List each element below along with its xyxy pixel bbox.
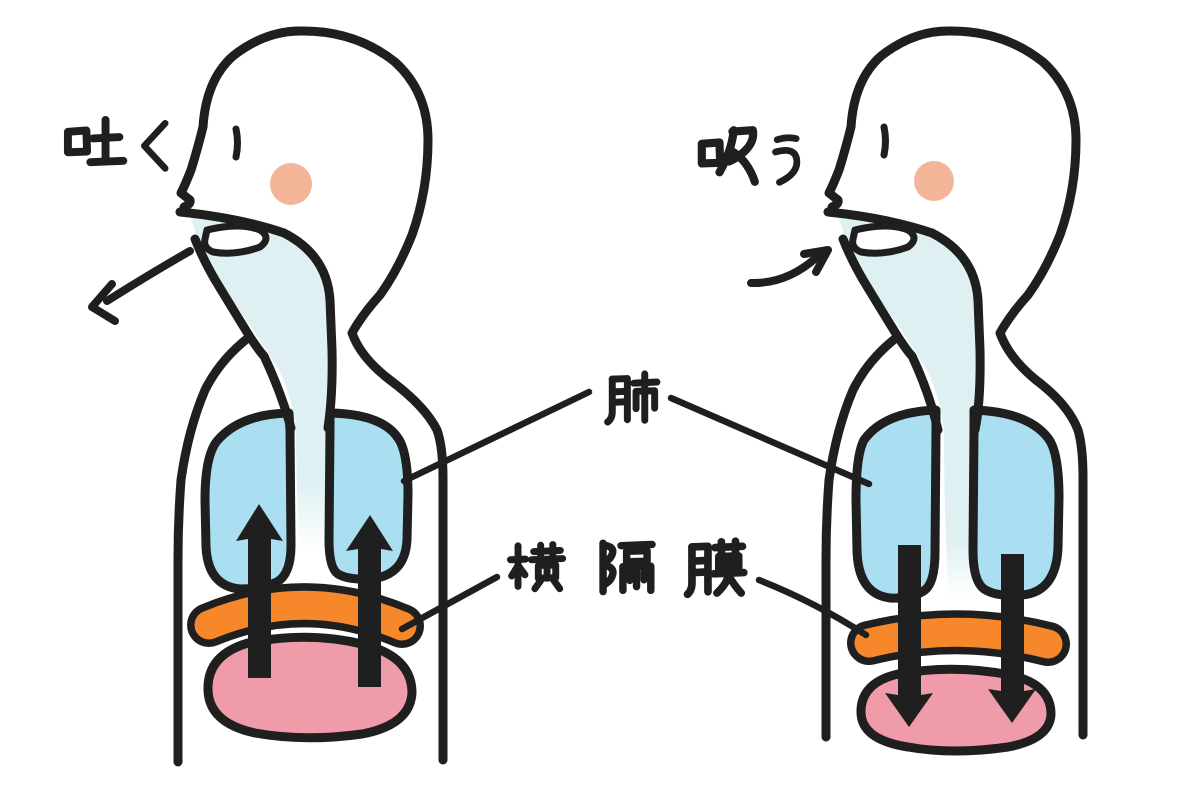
glyph-hai: [604, 370, 661, 426]
arrow-down-left-icon: [885, 545, 933, 727]
head-torso-outline-exhale: [176, 26, 448, 765]
glyph-ha: [63, 115, 128, 167]
eye-exhale: [232, 125, 241, 161]
diaphragm-leader-left: [398, 573, 501, 633]
head-torso-outline-inhale: [824, 26, 1088, 740]
tongue-inhale: [849, 222, 918, 257]
label-lungs-glyphs: [604, 370, 661, 426]
glyph-yoko: [507, 541, 567, 593]
label-diaphragm-glyphs: [507, 537, 748, 599]
lung-right-exhale: [324, 408, 413, 584]
arrow-up-left-icon: [236, 504, 283, 678]
inhale-air-arrow-icon: [747, 253, 821, 288]
shoulder-line-exhale: [173, 333, 253, 767]
mouth-airway-line-exhale: [175, 207, 337, 433]
diaphragm-inhale: [854, 617, 1063, 659]
airway-inhale: [834, 210, 985, 602]
eye-inhale: [880, 123, 889, 159]
glyph-u: [772, 134, 801, 186]
tongue-exhale: [201, 222, 270, 257]
glyph-su: [697, 126, 759, 186]
mouth-airway-line-inhale: [823, 207, 985, 435]
exhale-air-arrowhead-icon: [88, 280, 119, 325]
arrow-up-right-icon: [346, 515, 393, 687]
shoulder-line-inhale: [821, 333, 901, 742]
arrow-down-right-icon: [988, 554, 1036, 723]
lungs-leader-right: [667, 394, 873, 488]
label-exhale-glyphs: [63, 115, 169, 172]
annotations: [398, 370, 873, 639]
glyph-ku: [141, 120, 169, 172]
glyph-maku: [683, 537, 748, 599]
inhale-air-arrowhead-icon: [800, 246, 832, 276]
figure-inhale: [697, 26, 1088, 756]
cheek-exhale: [270, 163, 312, 205]
lung-left-inhale: [851, 405, 941, 603]
lungs-leader-left: [400, 388, 593, 485]
glyph-kaku: [599, 539, 656, 596]
diaphragm-leader-right: [755, 576, 870, 639]
cheek-inhale: [914, 161, 954, 201]
abdomen-exhale: [203, 632, 417, 743]
exhale-air-arrow-icon: [103, 247, 194, 305]
label-inhale-glyphs: [697, 126, 801, 186]
airway-exhale: [186, 210, 337, 560]
figure-exhale: [63, 26, 448, 767]
lung-right-inhale: [968, 405, 1064, 600]
